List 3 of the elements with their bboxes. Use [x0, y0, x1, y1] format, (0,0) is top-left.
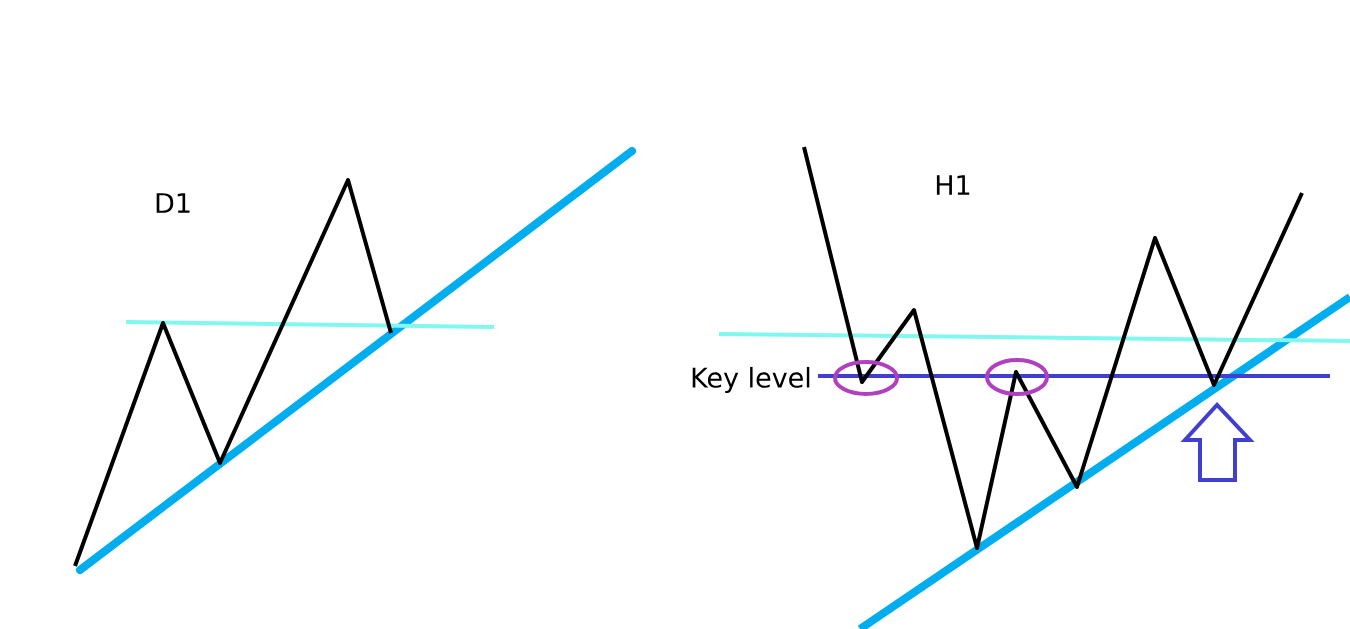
chart-label: D1 — [156, 193, 190, 213]
chart-label: Key level — [692, 366, 810, 394]
chart-label: H1 — [936, 175, 970, 195]
